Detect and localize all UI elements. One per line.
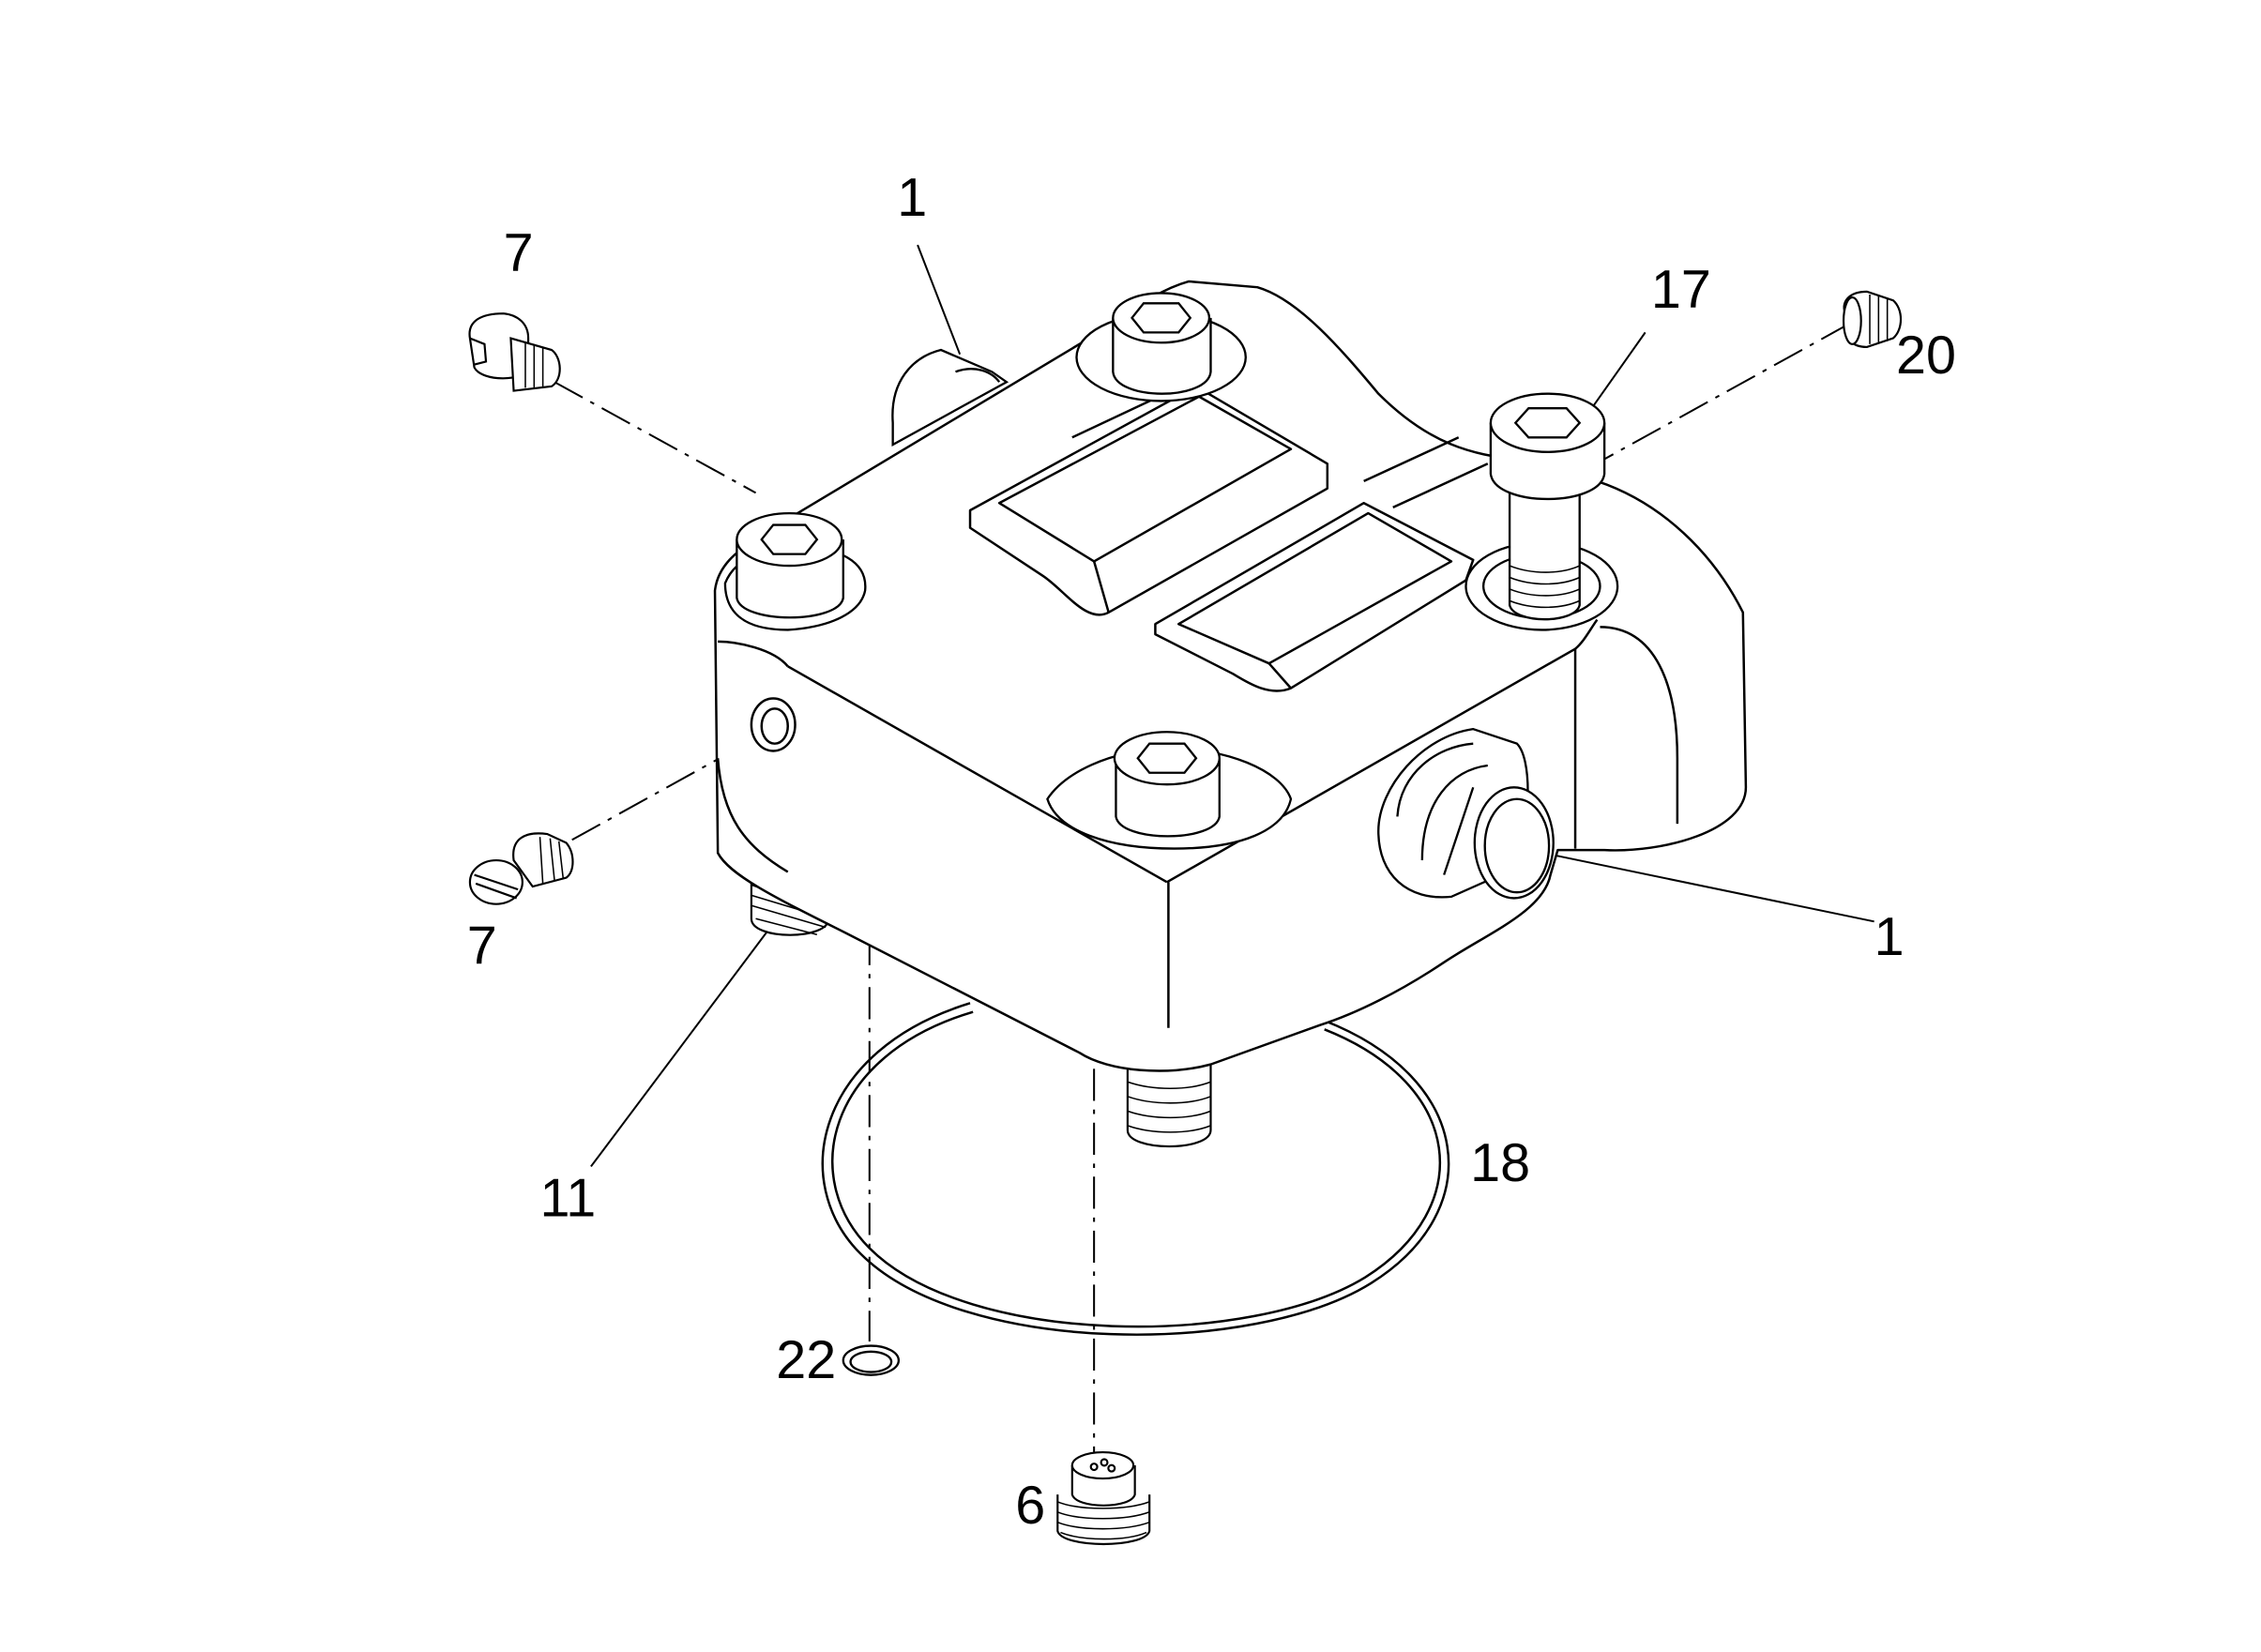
callout-20: 20 (1896, 326, 1956, 386)
set-screw-20 (1842, 290, 1903, 349)
callout-1-top: 1 (897, 168, 927, 228)
callout-1-right: 1 (1874, 907, 1904, 967)
callout-labels: 1 7 17 20 7 1 11 18 22 6 (467, 168, 1956, 1536)
stud-bottom-center (1126, 1064, 1212, 1148)
callout-22: 22 (776, 1330, 836, 1390)
explode-line-20 (1601, 323, 1850, 462)
cap-screw-17 (1489, 392, 1606, 621)
cap-screw-left (723, 511, 867, 631)
plug-1-right (1377, 727, 1555, 900)
explode-line-7-top (554, 381, 757, 494)
callout-7-top: 7 (504, 223, 534, 283)
callout-7-bottom: 7 (467, 916, 497, 976)
o-ring-22 (842, 1344, 901, 1376)
cap-screw-rear (1075, 292, 1247, 402)
o-ring-18 (821, 1002, 1450, 1336)
callout-17: 17 (1651, 260, 1711, 320)
cap-screw-front (1046, 731, 1293, 850)
callout-11: 11 (540, 1168, 597, 1228)
slotted-screw-7-top (468, 312, 561, 392)
plug-1-top (891, 348, 1009, 447)
jet-plug-6 (1056, 1450, 1151, 1546)
slotted-screw-7-bottom (468, 832, 574, 905)
callout-6: 6 (1015, 1476, 1045, 1536)
callout-18: 18 (1470, 1133, 1530, 1193)
leader-1-right (1550, 853, 1874, 923)
leader-1-top (917, 244, 962, 356)
